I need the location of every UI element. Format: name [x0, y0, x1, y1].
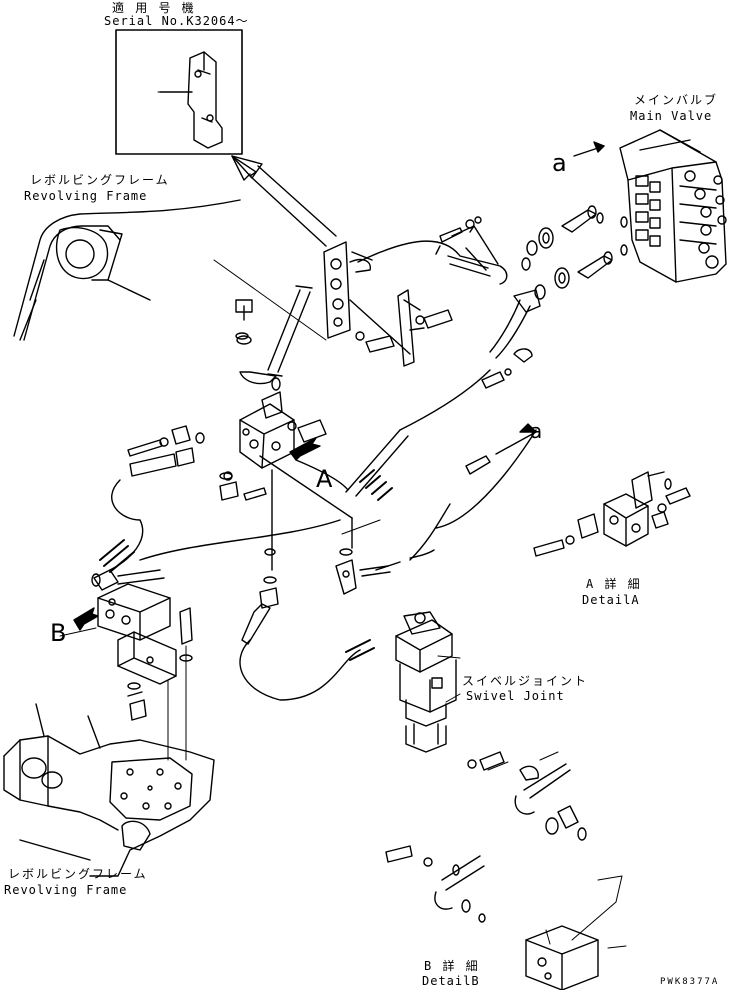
pilot-valve-left-fittings [128, 426, 266, 500]
swivel-joint-en: Swivel Joint [466, 689, 565, 703]
detail-a-drawing [534, 472, 690, 556]
pilot-valve-block [240, 392, 326, 468]
revolving-frame-bottom-en: Revolving Frame [4, 883, 128, 897]
revolving-frame-top-jp: レボルビングフレーム [30, 173, 170, 187]
detail-a-heading-jp: A 詳 細 [586, 577, 642, 591]
detail-b-heading-jp: B 詳 細 [424, 959, 480, 973]
revolving-frame-bottom [4, 704, 214, 876]
bolts-upper-right [440, 217, 532, 388]
drawing-code: PWK8377A [660, 977, 720, 987]
ref-a-top: a [552, 149, 567, 177]
hoses-upper [358, 226, 540, 358]
main-valve-jp: メインバルブ [634, 93, 719, 107]
bracket-b [118, 608, 192, 720]
hose-runs [110, 370, 536, 700]
detail-b-heading-en: DetailB [422, 974, 480, 988]
applicable-serial-heading-jp: 適 用 号 機 [112, 1, 196, 15]
block-b [74, 570, 170, 640]
tee-fittings [242, 549, 390, 644]
hose-vertical-center [236, 286, 312, 384]
leader-lines [60, 92, 626, 948]
pilot-manifold-bracket [324, 242, 452, 366]
main-valve-fittings [522, 206, 627, 299]
hose-sleeves [100, 470, 392, 660]
swivel-joint [396, 612, 456, 752]
serial-number-label: Serial No.K32064～ [104, 14, 249, 28]
swivel-joint-jp: スイベルジョイント [462, 674, 589, 688]
revolving-frame-bottom-jp: レボルビングフレーム [8, 867, 148, 881]
washers-orings [220, 213, 671, 875]
revolving-frame-top [14, 200, 240, 340]
detail-b-drawing [386, 752, 598, 990]
detail-a-heading-en: DetailA [582, 593, 640, 607]
main-valve [620, 130, 726, 282]
revolving-frame-top-en: Revolving Frame [24, 189, 148, 203]
callout-a: A [316, 465, 333, 493]
inset-serial-box [116, 30, 242, 154]
callout-b: B [50, 619, 67, 647]
inset-pointer-arrow [232, 156, 336, 246]
ref-a-middle: a [530, 419, 543, 443]
main-valve-en: Main Valve [630, 109, 713, 123]
